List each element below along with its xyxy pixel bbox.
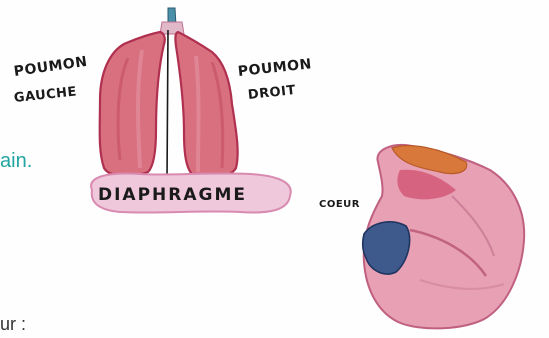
- left-lung: [100, 32, 165, 176]
- trachea: [160, 8, 184, 34]
- midline: [167, 30, 168, 182]
- label-coeur: COEUR: [319, 199, 360, 210]
- document-text-fragment-bottom: ur :: [0, 314, 26, 335]
- document-text-fragment-teal: ain.: [0, 150, 32, 173]
- label-diaphragme: DIAPHRAGME: [98, 185, 247, 205]
- heart: [363, 145, 525, 328]
- right-lung: [175, 32, 237, 178]
